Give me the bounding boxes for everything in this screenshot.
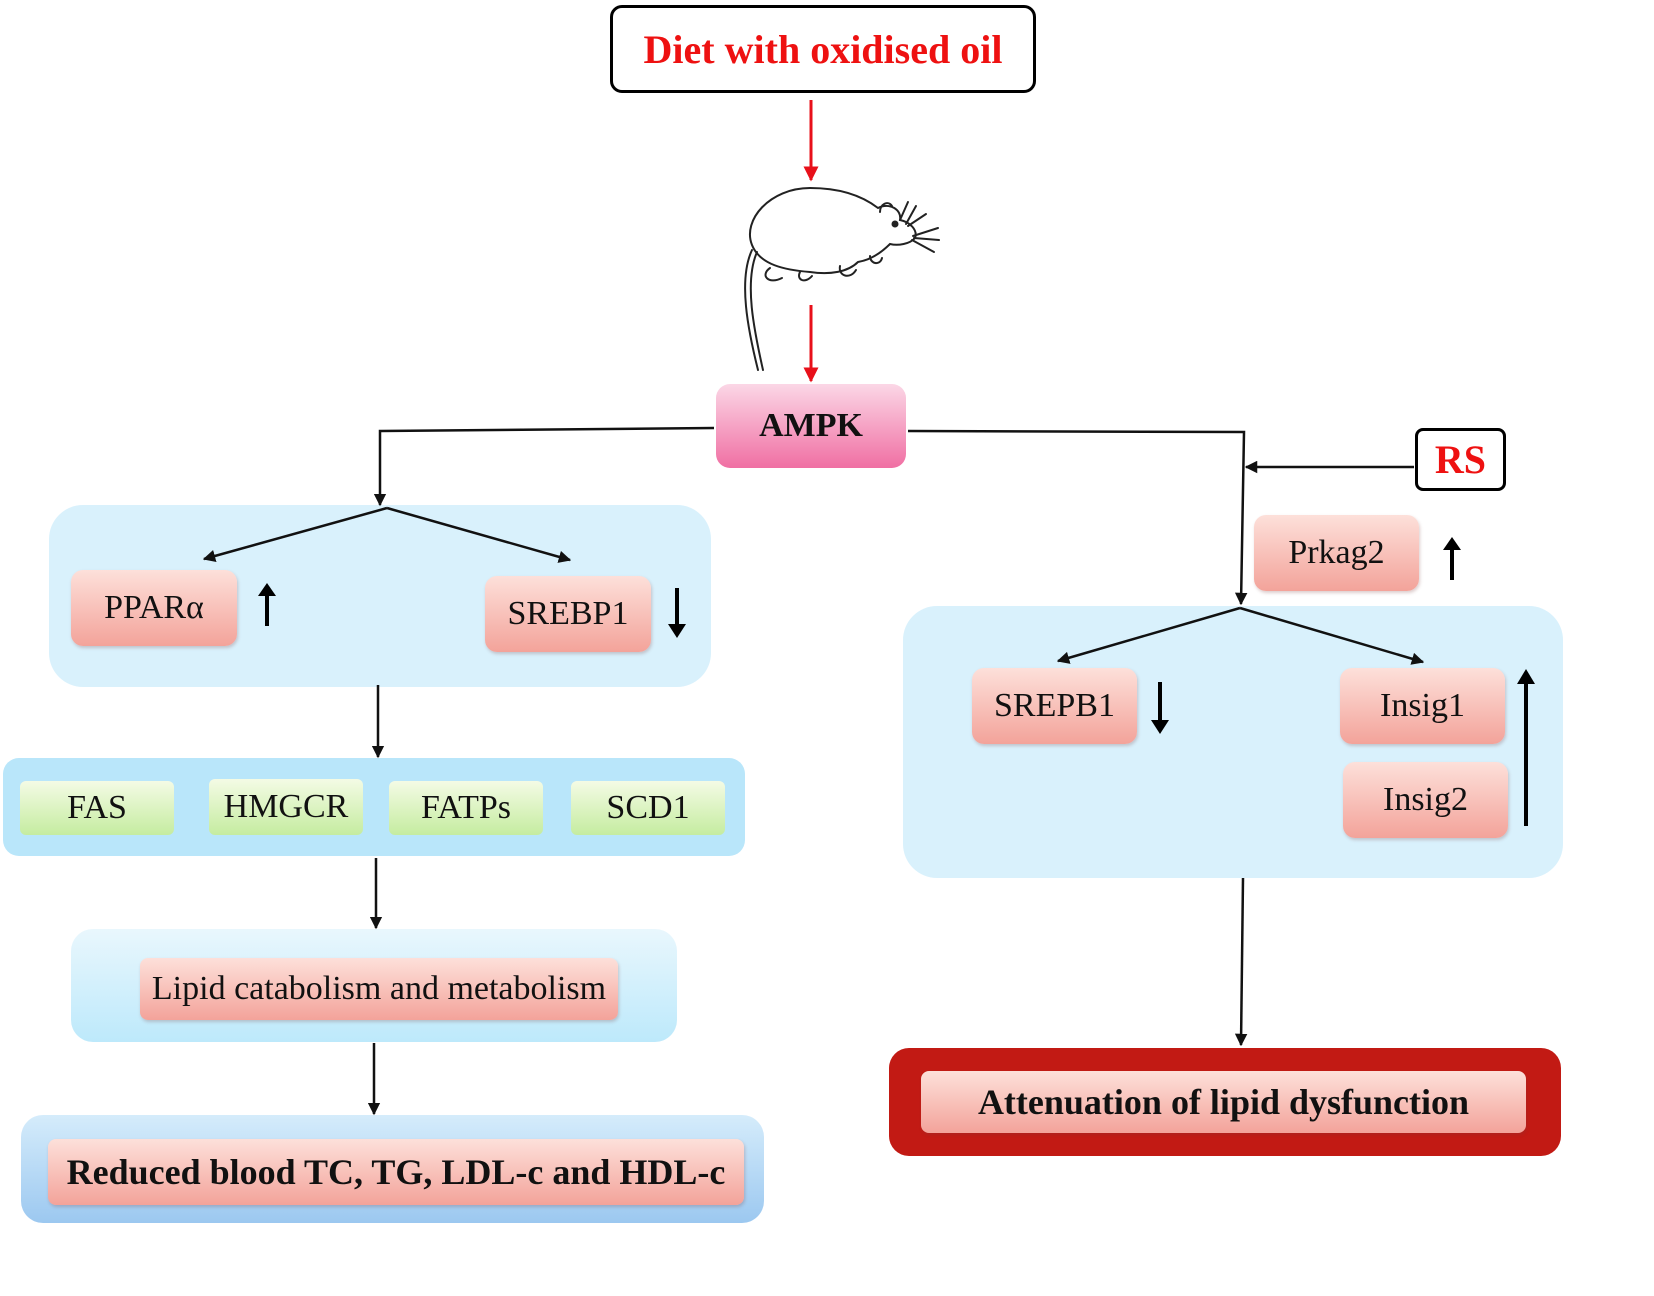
- target-label: FATPs: [420, 789, 512, 826]
- process-box: Lipid catabolism and metabolism: [140, 958, 618, 1020]
- target-fas: FAS: [20, 781, 174, 835]
- rat-icon: [744, 186, 940, 371]
- up-arrow-icon: [258, 583, 276, 626]
- prkag2-box: Prkag2: [1254, 515, 1419, 591]
- down-arrow-icon: [1151, 682, 1169, 734]
- ampk-box: AMPK: [716, 384, 906, 468]
- insig2-label: Insig2: [1383, 781, 1468, 818]
- right-outcome-box: Attenuation of lipid dysfunction: [921, 1071, 1526, 1133]
- target-scd1: SCD1: [571, 781, 725, 835]
- insig2-box: Insig2: [1343, 762, 1508, 838]
- rs-box: RS: [1415, 428, 1506, 491]
- process-label: Lipid catabolism and metabolism: [151, 970, 607, 1007]
- srepb1-right-label: SREPB1: [994, 687, 1115, 724]
- target-label: FAS: [67, 789, 127, 826]
- srepb1-right-box: SREPB1: [972, 668, 1137, 744]
- target-hmgcr: HMGCR: [209, 779, 363, 835]
- ampk-label: AMPK: [759, 407, 863, 444]
- ppara-label: PPARα: [104, 589, 204, 626]
- srebp1-left-label: SREBP1: [507, 595, 629, 632]
- up-arrow-icon: [1517, 669, 1535, 826]
- target-label: SCD1: [606, 789, 690, 826]
- diet-input-label: Diet with oxidised oil: [643, 26, 1003, 72]
- insig1-box: Insig1: [1340, 668, 1505, 744]
- rs-label: RS: [1434, 437, 1487, 482]
- diet-input-box: Diet with oxidised oil: [610, 5, 1036, 93]
- left-outcome-label: Reduced blood TC, TG, LDL-c and HDL-c: [66, 1152, 726, 1192]
- target-label: HMGCR: [223, 788, 349, 825]
- ppara-box: PPARα: [71, 570, 237, 646]
- left-outcome-box: Reduced blood TC, TG, LDL-c and HDL-c: [48, 1139, 744, 1205]
- up-arrow-icon: [1443, 537, 1461, 580]
- right-outcome-label: Attenuation of lipid dysfunction: [977, 1082, 1470, 1122]
- prkag2-label: Prkag2: [1288, 534, 1385, 571]
- srebp1-left-box: SREBP1: [485, 576, 651, 652]
- down-arrow-icon: [668, 588, 686, 638]
- target-fatps: FATPs: [389, 781, 543, 835]
- insig1-label: Insig1: [1380, 687, 1465, 724]
